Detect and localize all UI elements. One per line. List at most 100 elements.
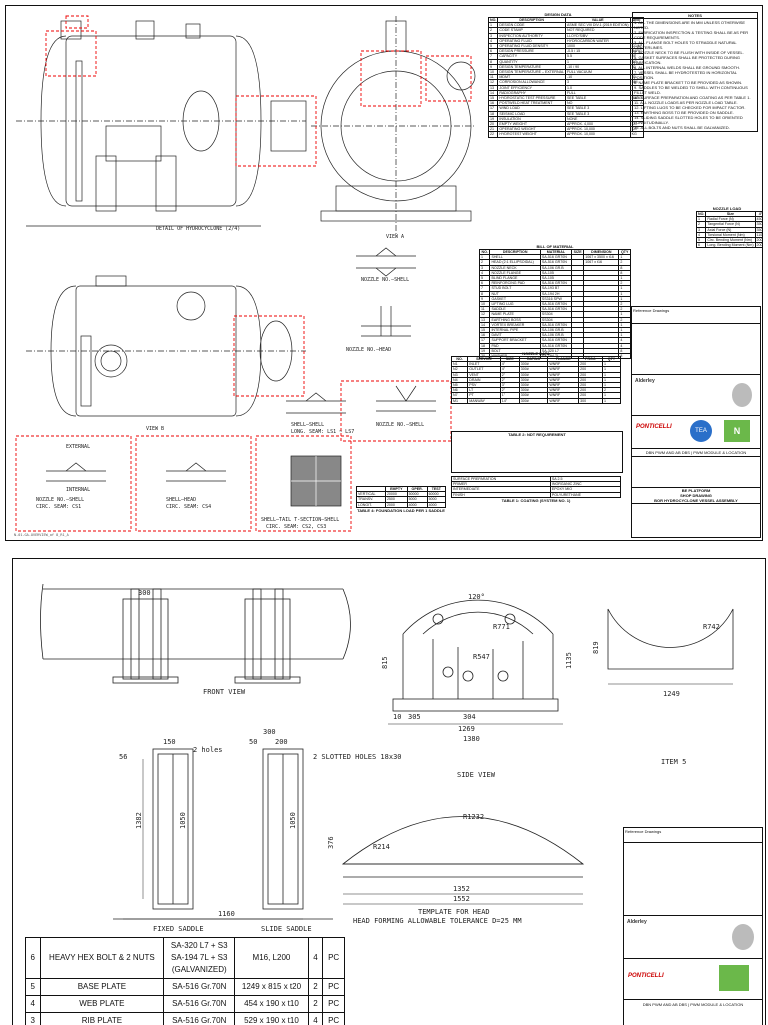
table-cell: 1249 x 815 x t20	[235, 979, 309, 996]
table-cell: PC	[323, 996, 345, 1013]
kingfisher-logo-icon-2	[732, 924, 754, 950]
dim-r547: R547	[473, 653, 490, 661]
table-cell: 2000	[385, 502, 407, 507]
table-cell: SA-516 Gr.70N	[164, 996, 235, 1013]
logo-ponticelli: PONTICELLI	[636, 424, 672, 430]
foundation-title: TABLE 4: FOUNDATION LOAD PER 1 SADDLE	[356, 508, 446, 513]
dim-305: 305	[408, 713, 421, 721]
table-cell: 529 x 190 x t10	[235, 1013, 309, 1025]
table-cell: M16, L200	[235, 938, 309, 979]
table-cell: 4000	[427, 502, 445, 507]
note-item: 3. ALL FLANGE BOLT HOLES TO STRADDLE NAT…	[634, 40, 756, 50]
note-item: 1. ALL THE DIMENSIONS ARE IN MM UNLESS O…	[634, 20, 756, 30]
table-cell: 4	[308, 1013, 323, 1025]
table-cell: PC	[323, 938, 345, 979]
dim-1552: 1552	[453, 895, 470, 903]
label-circ-seam-2: CIRC. SEAM: CS4	[166, 504, 211, 510]
logo-ponticelli-2: PONTICELLI	[628, 973, 664, 979]
table-cell: Circ. Bending Moment (Nm)	[706, 238, 755, 243]
table-cell: 3	[26, 1013, 41, 1025]
table-cell: 2	[308, 979, 323, 996]
table-cell: 1100	[755, 232, 763, 237]
table-cell: SA-516 GR70N	[540, 302, 571, 307]
dim-150: 150	[163, 738, 176, 746]
table-cell: DESIGN TEMPERATURE – EXTERNAL	[498, 70, 566, 75]
table-cell: 6	[697, 243, 706, 248]
notes-list: 1. ALL THE DIMENSIONS ARE IN MM UNLESS O…	[632, 19, 758, 132]
label-long-seam: LONG. SEAM: LS1 ~ LS7	[291, 429, 354, 435]
table-cell: 4500	[755, 217, 763, 222]
dim-304: 304	[463, 713, 476, 721]
logo-n-2	[719, 965, 749, 991]
title-block: Reference Drawings Alderley PONTICELLI T…	[631, 306, 761, 538]
table-cell: MANWAY	[468, 398, 501, 403]
dim-50: 50	[249, 738, 257, 746]
label-nozzle-shell-3: NOZZLE NO.–SHELL	[36, 497, 84, 503]
table-cell: SA-516 Gr.70N	[164, 979, 235, 996]
table-cell: 2000	[755, 243, 763, 248]
coating-title: TABLE 1: COATING (SYSTEM NO. 1)	[451, 498, 621, 503]
table-cell: 3500	[755, 227, 763, 232]
table-cell: RIB PLATE	[40, 1013, 164, 1025]
table-cell: APPROX. 10,000	[565, 132, 630, 137]
table-cell: 300	[579, 398, 603, 403]
dim-1380: 1380	[463, 735, 480, 743]
dim-r214: R214	[373, 843, 390, 851]
table-cell: 1067 x 3500 x t16	[584, 255, 619, 260]
label-nozzle-head: NOZZLE NO.–HEAD	[346, 347, 391, 353]
table-cell: 4	[26, 996, 41, 1013]
label-nozzle-shell-2: NOZZLE NO.–SHELL	[376, 422, 424, 428]
label-external: EXTERNAL	[66, 444, 90, 450]
dim-r742: R742	[703, 623, 720, 631]
label-shell-tail: SHELL–TAIL T-SECTION–SHELL	[261, 517, 339, 523]
table-cell: SA-320 L7 + S3 SA-194 7L + S3 (GALVANIZE…	[164, 938, 235, 979]
table-cell: POLYURETHANE	[550, 492, 620, 497]
dim-1160: 1160	[218, 910, 235, 918]
dim-front-300: 300	[138, 589, 151, 597]
table-cell: 22	[489, 132, 498, 137]
table-cell: HYDROSTATIC TEST PRESSURE	[498, 96, 566, 101]
table-cell: HYDROTEST WEIGHT	[498, 132, 566, 137]
table-cell: SA-516 GR70N	[540, 307, 571, 312]
table-cell: SA-516 GR70N	[540, 343, 571, 348]
table-cell: 2	[308, 996, 323, 1013]
table-cell: ASME SEC VIII DIV.1 (2019 EDITION)	[565, 23, 630, 28]
table-cell: 4000	[407, 502, 427, 507]
dim-200: 200	[275, 738, 288, 746]
label-front-view: FRONT VIEW	[203, 688, 246, 696]
table-cell: 300#	[519, 398, 548, 403]
doc-title: BOR HYDROCYCLONE VESSEL ASSEMBLY	[632, 498, 760, 504]
table-cell: WNRF	[548, 398, 579, 403]
notes-panel: NOTES 1. ALL THE DIMENSIONS ARE IN MM UN…	[632, 12, 758, 132]
table-cell: PC	[323, 1013, 345, 1025]
label-view-b: VIEW B	[146, 426, 164, 432]
dim-120: 120°	[468, 593, 485, 601]
label-slide-saddle: SLIDE SADDLE	[261, 925, 312, 933]
dim-10: 10	[393, 713, 401, 721]
drawing-sheet-assembly: DETAIL OF HYDROCYCLONE (2/4) VIEW A VIEW…	[5, 5, 763, 541]
notes-title: NOTES	[632, 12, 758, 19]
client-line-2: DBN PWM AND AB DBS | PWM MODULE & LOCATI…	[624, 1000, 762, 1009]
label-fixed-saddle: FIXED SADDLE	[153, 925, 204, 933]
table-cell: KG	[630, 132, 643, 137]
ndt-panel: TABLE 2: NDT REQUIREMENT	[451, 431, 623, 473]
table-cell: BASE PLATE	[40, 979, 164, 996]
label-detail-hydrocyclone: DETAIL OF HYDROCYCLONE (2/4)	[156, 226, 240, 232]
table-cell: Long. Bending Moment (Nm)	[706, 243, 755, 248]
logo-n: N	[724, 420, 750, 442]
label-side-view: SIDE VIEW	[457, 771, 496, 779]
table-cell: HEAVY HEX BOLT & 2 NUTS	[40, 938, 164, 979]
